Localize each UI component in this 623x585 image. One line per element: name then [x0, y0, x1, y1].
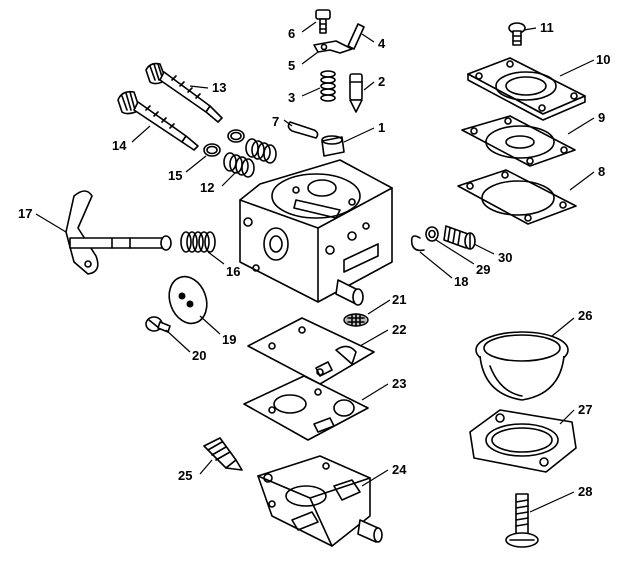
label-29: 29	[476, 262, 490, 277]
carburetor-body	[239, 159, 393, 306]
part-25-screw	[203, 437, 243, 471]
label-27: 27	[578, 402, 592, 417]
part-18-e-clip	[410, 235, 425, 252]
label-16: 16	[226, 264, 240, 279]
label-8: 8	[598, 164, 605, 179]
part-10-cover	[467, 57, 586, 121]
label-30: 30	[498, 250, 512, 265]
part-26-primer-bulb	[475, 331, 569, 401]
part-3-spring	[320, 70, 336, 102]
part-24-pump-housing	[257, 455, 383, 547]
label-15: 15	[168, 168, 182, 183]
part-27-retainer	[469, 409, 577, 473]
part-19-throttle-plate	[168, 275, 208, 325]
label-19: 19	[222, 332, 236, 347]
part-17-throttle-shaft	[65, 190, 172, 275]
leader-lines	[35, 21, 595, 513]
part-28-screw	[505, 493, 539, 548]
part-21-filter-screen	[343, 313, 369, 327]
part-22-gasket	[247, 317, 375, 385]
part-12-springs	[223, 138, 277, 178]
part-9-diaphragm	[461, 115, 576, 167]
label-21: 21	[392, 292, 406, 307]
label-18: 18	[454, 274, 468, 289]
label-14: 14	[112, 138, 127, 153]
label-12: 12	[200, 180, 214, 195]
part-14-adjusting-screw	[117, 90, 199, 151]
label-26: 26	[578, 308, 592, 323]
label-13: 13	[212, 80, 226, 95]
part-23-plate	[243, 375, 369, 441]
part-30-screw	[443, 225, 476, 250]
label-5: 5	[288, 58, 295, 73]
label-9: 9	[598, 110, 605, 125]
label-7: 7	[272, 114, 279, 129]
label-11: 11	[540, 20, 554, 35]
part-29-washer	[425, 226, 439, 242]
part-11-screw	[508, 22, 526, 46]
part-4-pin	[347, 23, 365, 50]
label-23: 23	[392, 376, 406, 391]
part-20-screw	[145, 316, 171, 333]
callout-labels: 1 2 3 4 5 6 7 8 9 10 11 12 13 14 15 16 1…	[18, 20, 610, 499]
part-7-pin	[287, 121, 319, 139]
part-13-adjusting-screw	[145, 62, 223, 123]
label-3: 3	[288, 90, 295, 105]
label-10: 10	[596, 52, 610, 67]
label-2: 2	[378, 74, 385, 89]
label-24: 24	[392, 462, 407, 477]
part-15-o-ring	[203, 129, 245, 157]
label-22: 22	[392, 322, 406, 337]
label-20: 20	[192, 348, 206, 363]
part-5-lever	[313, 40, 353, 54]
label-25: 25	[178, 468, 192, 483]
label-4: 4	[378, 36, 386, 51]
part-1-nozzle	[321, 135, 345, 157]
label-28: 28	[578, 484, 592, 499]
label-1: 1	[378, 120, 385, 135]
part-2-inlet-needle	[349, 73, 363, 113]
part-6-screw	[315, 9, 331, 34]
part-8-gasket	[457, 169, 577, 225]
label-17: 17	[18, 206, 32, 221]
label-6: 6	[288, 26, 295, 41]
part-16-spring	[180, 231, 216, 253]
